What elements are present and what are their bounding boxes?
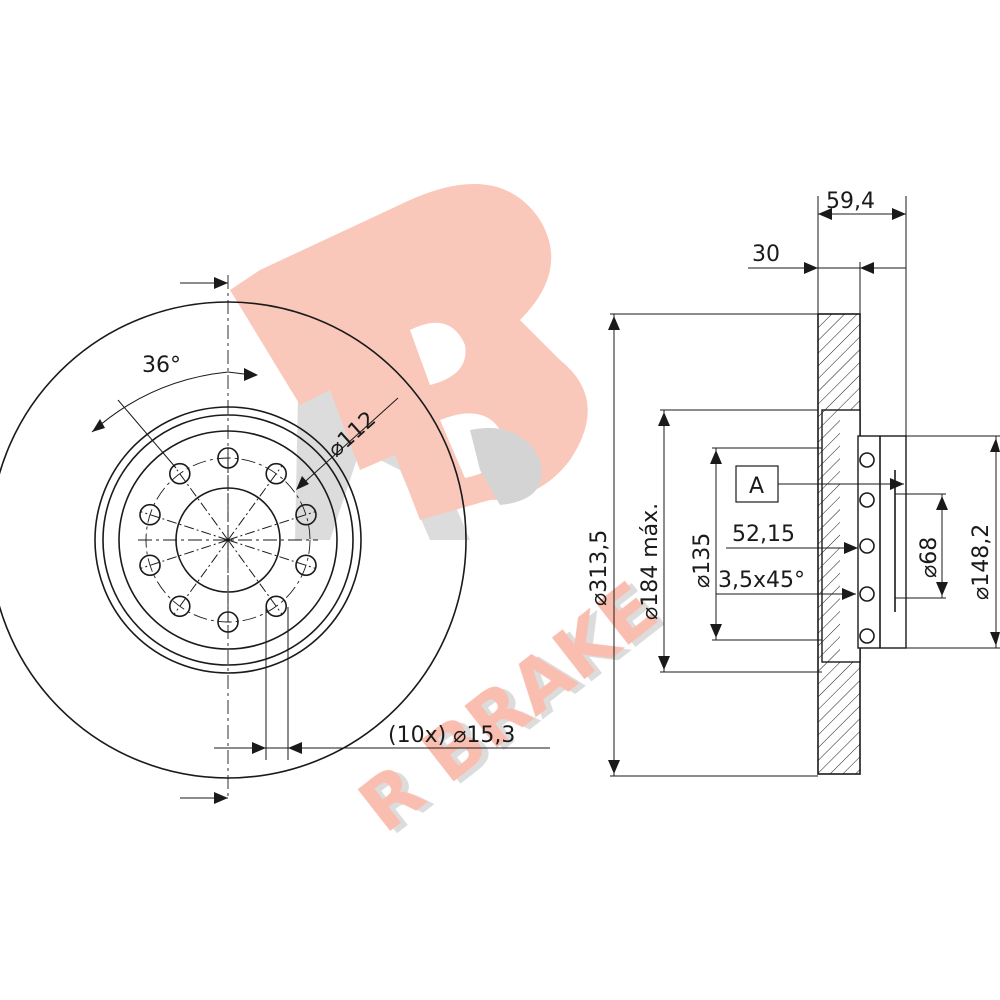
hat-edge-outer — [102, 414, 354, 666]
holes-label: (10x) ⌀15,3 — [388, 723, 515, 748]
outer-arrow-top — [608, 316, 620, 330]
chamfer-label: 3,5x45° — [718, 568, 805, 593]
bolt-hole — [139, 503, 161, 526]
top-arrow — [214, 277, 228, 289]
hat-diameter-label: ⌀148,2 — [969, 524, 994, 600]
thickness-label: 30 — [752, 242, 780, 267]
center-spoke-line — [227, 511, 316, 541]
hat-arrow-bottom — [990, 632, 1000, 646]
bore-arrow-bottom — [936, 582, 948, 596]
center-spoke-line — [140, 539, 229, 569]
friction-inner-label: ⌀184 máx. — [638, 503, 663, 620]
hub-hole — [859, 586, 875, 602]
hub-arrow-bottom — [710, 624, 722, 638]
bolt-hole — [265, 595, 288, 618]
side-view: 59,4 30 ⌀313,5 ⌀184 máx. ⌀135 — [587, 189, 1000, 777]
hub-diameter-label: ⌀135 — [690, 533, 715, 588]
bolt-circle-leader — [297, 397, 399, 489]
hub-flange — [857, 435, 907, 649]
front-view: 36° ⌀112 (10x) ⌀15,3 — [0, 275, 550, 804]
thickness-arrow-left — [804, 262, 818, 274]
hub-hole — [859, 492, 875, 508]
watermark-text: R BRAKE — [344, 566, 673, 849]
total-height-label: 59,4 — [826, 189, 875, 214]
datum-label: A — [749, 474, 764, 499]
center-spokes — [140, 448, 316, 632]
hub-hole — [859, 538, 875, 554]
center-spoke-line — [227, 539, 283, 615]
angle-leader — [117, 399, 177, 469]
bottom-arrow — [214, 792, 228, 804]
height-arrow-left — [818, 208, 832, 220]
angle-arrow-left — [92, 419, 105, 432]
hub-hole — [859, 628, 875, 644]
center-spoke-line — [227, 539, 316, 569]
hole-arrow-left — [252, 742, 266, 754]
center-spoke-line — [173, 539, 229, 615]
center-spoke-line — [173, 465, 229, 541]
datum-box — [735, 465, 779, 503]
center-spoke-line — [140, 511, 229, 541]
bolt-hole — [169, 462, 191, 485]
outer-diameter-label: ⌀313,5 — [587, 530, 612, 606]
hub-hole — [859, 452, 875, 468]
bolt-circle-arrow — [296, 476, 309, 490]
bolt-hole — [295, 554, 317, 577]
outer-arrow-bottom — [608, 760, 620, 774]
hat-hatch — [822, 410, 840, 662]
hub-arrow-top — [710, 450, 722, 464]
bolt-hole — [295, 503, 317, 526]
datum-arrow — [890, 478, 904, 490]
offset-label: 52,15 — [732, 522, 795, 547]
hat-arrow-top — [990, 438, 1000, 452]
angle-label: 36° — [142, 353, 181, 378]
angle-arc — [91, 371, 229, 433]
bore-arrow-top — [936, 496, 948, 510]
hole-arrow-right — [288, 742, 302, 754]
bolt-hole — [265, 462, 288, 485]
friction-arrow-bottom — [658, 656, 670, 670]
friction-arrow-top — [658, 412, 670, 426]
angle-arrow-right — [244, 368, 258, 381]
hub-holes — [859, 452, 875, 644]
watermark-logo-b-shadow — [470, 428, 542, 505]
center-bore-label: ⌀68 — [917, 537, 942, 578]
bolt-hole — [139, 554, 161, 577]
thickness-arrow-right — [860, 262, 874, 274]
height-arrow-right — [892, 208, 906, 220]
center-spoke-line — [227, 465, 283, 541]
bolt-hole — [169, 595, 191, 618]
chamfer-arrow — [842, 588, 856, 600]
offset-arrow — [844, 542, 858, 554]
